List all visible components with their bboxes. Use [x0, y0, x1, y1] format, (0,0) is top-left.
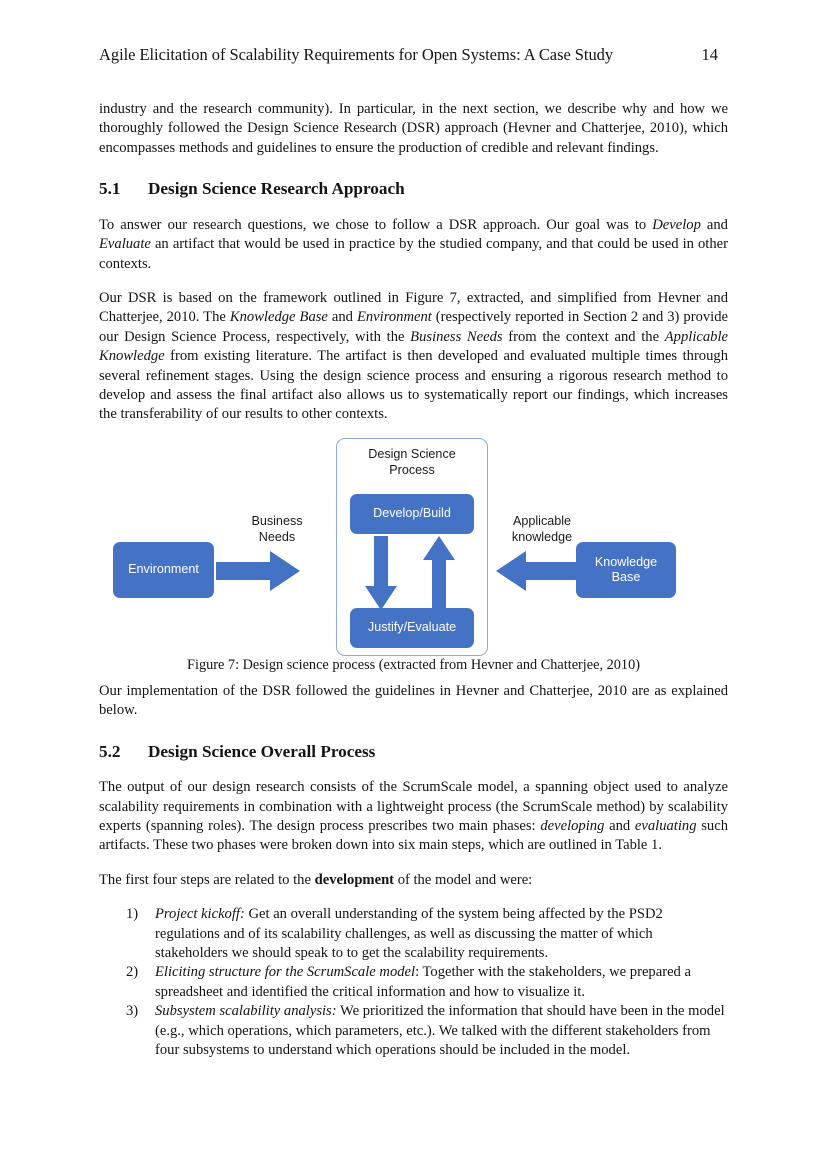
edge-label-business-needs-line-2: Needs	[258, 529, 296, 544]
edge-label-applicable-knowledge-line-2: knowledge	[511, 529, 573, 544]
p1-text-a: To answer our research questions, we cho…	[99, 216, 653, 233]
node-justify-evaluate: Justify/Evaluate	[350, 607, 474, 648]
section-5-2-paragraph-1: The output of our design research consis…	[99, 778, 728, 856]
list-item-title: Project kickoff:	[155, 906, 245, 923]
p1-text-c: an artifact that would be used in practi…	[99, 236, 728, 272]
list-lead-in-text-b: of the model and were:	[394, 871, 533, 888]
arrow-up-icon	[423, 535, 455, 610]
s52-p1-text-b: and	[604, 817, 635, 834]
arrow-right-icon	[216, 550, 300, 591]
list-item-marker: 1)	[126, 906, 139, 923]
design-science-process-diagram: Design Science Process Develop/Build Jus…	[99, 437, 728, 656]
list-item-text: : Together with the stakeholders, we pre…	[155, 964, 691, 1000]
dsp-title-line-1: Design Science	[368, 446, 456, 461]
section-title-5-2: Design Science Overall Process	[148, 741, 376, 761]
s52-p1-emph-evaluating: evaluating	[634, 817, 697, 834]
p1-text-b: and	[700, 216, 728, 233]
node-knowledge-base-label-line-1: Knowledge	[594, 554, 658, 569]
after-figure-paragraph: Our implementation of the DSR followed t…	[99, 682, 728, 721]
p1-emph-develop: Develop	[652, 216, 701, 233]
list-item-title: Eliciting structure for the ScrumScale m…	[155, 964, 416, 981]
intro-paragraph-text: industry and the research community). In…	[99, 101, 728, 156]
list-item: 1) Project kickoff: Get an overall unders…	[99, 905, 728, 963]
p2-emph-business-needs: Business Needs	[410, 328, 503, 345]
p2-text-e: from existing literature. The artifact i…	[99, 348, 728, 423]
node-justify-evaluate-label: Justify/Evaluate	[367, 620, 457, 635]
list-item: 3) Subsystem scalability analysis: We pri…	[99, 1002, 728, 1060]
page-header: Agile Elicitation of Scalability Require…	[99, 45, 727, 65]
list-item: 2) Eliciting structure for the ScrumScale…	[99, 963, 728, 1002]
p2-emph-knowledge-base: Knowledge Base	[229, 309, 328, 326]
after-figure-paragraph-text: Our implementation of the DSR followed t…	[99, 682, 728, 719]
section-5-1-paragraph-2: Our DSR is based on the framework outlin…	[99, 289, 728, 425]
dsp-title-line-2: Process	[389, 462, 435, 477]
design-science-process-title: Design Science Process	[336, 447, 488, 478]
content-column: industry and the research community). In…	[99, 100, 728, 1060]
development-steps-list: 1) Project kickoff: Get an overall unders…	[99, 905, 728, 1060]
list-item-marker: 3)	[126, 1003, 139, 1020]
edge-label-business-needs: Business Needs	[227, 514, 327, 546]
list-item-marker: 2)	[126, 964, 139, 981]
s52-p1-text-a: The output of our design research consis…	[99, 779, 728, 834]
node-develop-build: Develop/Build	[350, 493, 474, 534]
figure-7-caption: Figure 7: Design science process (extrac…	[187, 656, 640, 673]
node-knowledge-base: Knowledge Base	[576, 541, 676, 598]
s52-p1-emph-developing: developing	[540, 817, 605, 834]
node-knowledge-base-label-line-2: Base	[611, 569, 641, 584]
arrow-left-icon	[496, 550, 580, 591]
list-item-title: Subsystem scalability analysis:	[155, 1003, 337, 1020]
p1-emph-evaluate: Evaluate	[99, 236, 151, 253]
section-5-1-paragraph-1: To answer our research questions, we cho…	[99, 216, 728, 274]
page-number: 14	[701, 45, 719, 64]
edge-label-applicable-knowledge: Applicable knowledge	[487, 514, 597, 546]
figure-7: Design Science Process Develop/Build Jus…	[99, 437, 728, 673]
arrow-down-icon	[365, 535, 397, 610]
list-item-text: Get an overall understanding of the syst…	[155, 906, 663, 961]
node-develop-build-label: Develop/Build	[373, 506, 451, 521]
p2-text-c: (respectively reported in Section 2 and …	[99, 309, 728, 345]
list-lead-in: The first four steps are related to the …	[99, 871, 728, 890]
node-environment-label: Environment	[128, 562, 199, 577]
section-number-5-2: 5.2	[99, 741, 121, 761]
list-lead-in-bold-development: development	[314, 871, 395, 888]
edge-label-applicable-knowledge-line-1: Applicable	[512, 513, 572, 528]
edge-label-business-needs-line-1: Business	[251, 513, 303, 528]
p2-emph-applicable-knowledge: Applicable Knowledge	[99, 328, 728, 365]
section-heading-5-2: 5.2 Design Science Overall Process	[99, 741, 728, 763]
section-title-5-1: Design Science Research Approach	[148, 179, 405, 199]
p2-text-d: from the context and the	[502, 328, 665, 345]
p2-emph-environment: Environment	[356, 309, 432, 326]
s52-p1-text-c: such artifacts. These two phases were br…	[99, 817, 728, 854]
section-number-5-1: 5.1	[99, 179, 121, 199]
intro-paragraph: industry and the research community). In…	[99, 100, 728, 158]
list-lead-in-text-a: The first four steps are related to the	[99, 871, 315, 888]
section-heading-5-1: 5.1 Design Science Research Approach	[99, 178, 728, 200]
running-head-title: Agile Elicitation of Scalability Require…	[99, 45, 614, 64]
list-item-text: We prioritized the information that shou…	[155, 1003, 725, 1058]
p2-text-b: and	[327, 309, 357, 326]
node-environment: Environment	[113, 541, 214, 598]
p2-text-a: Our DSR is based on the framework outlin…	[99, 289, 728, 326]
